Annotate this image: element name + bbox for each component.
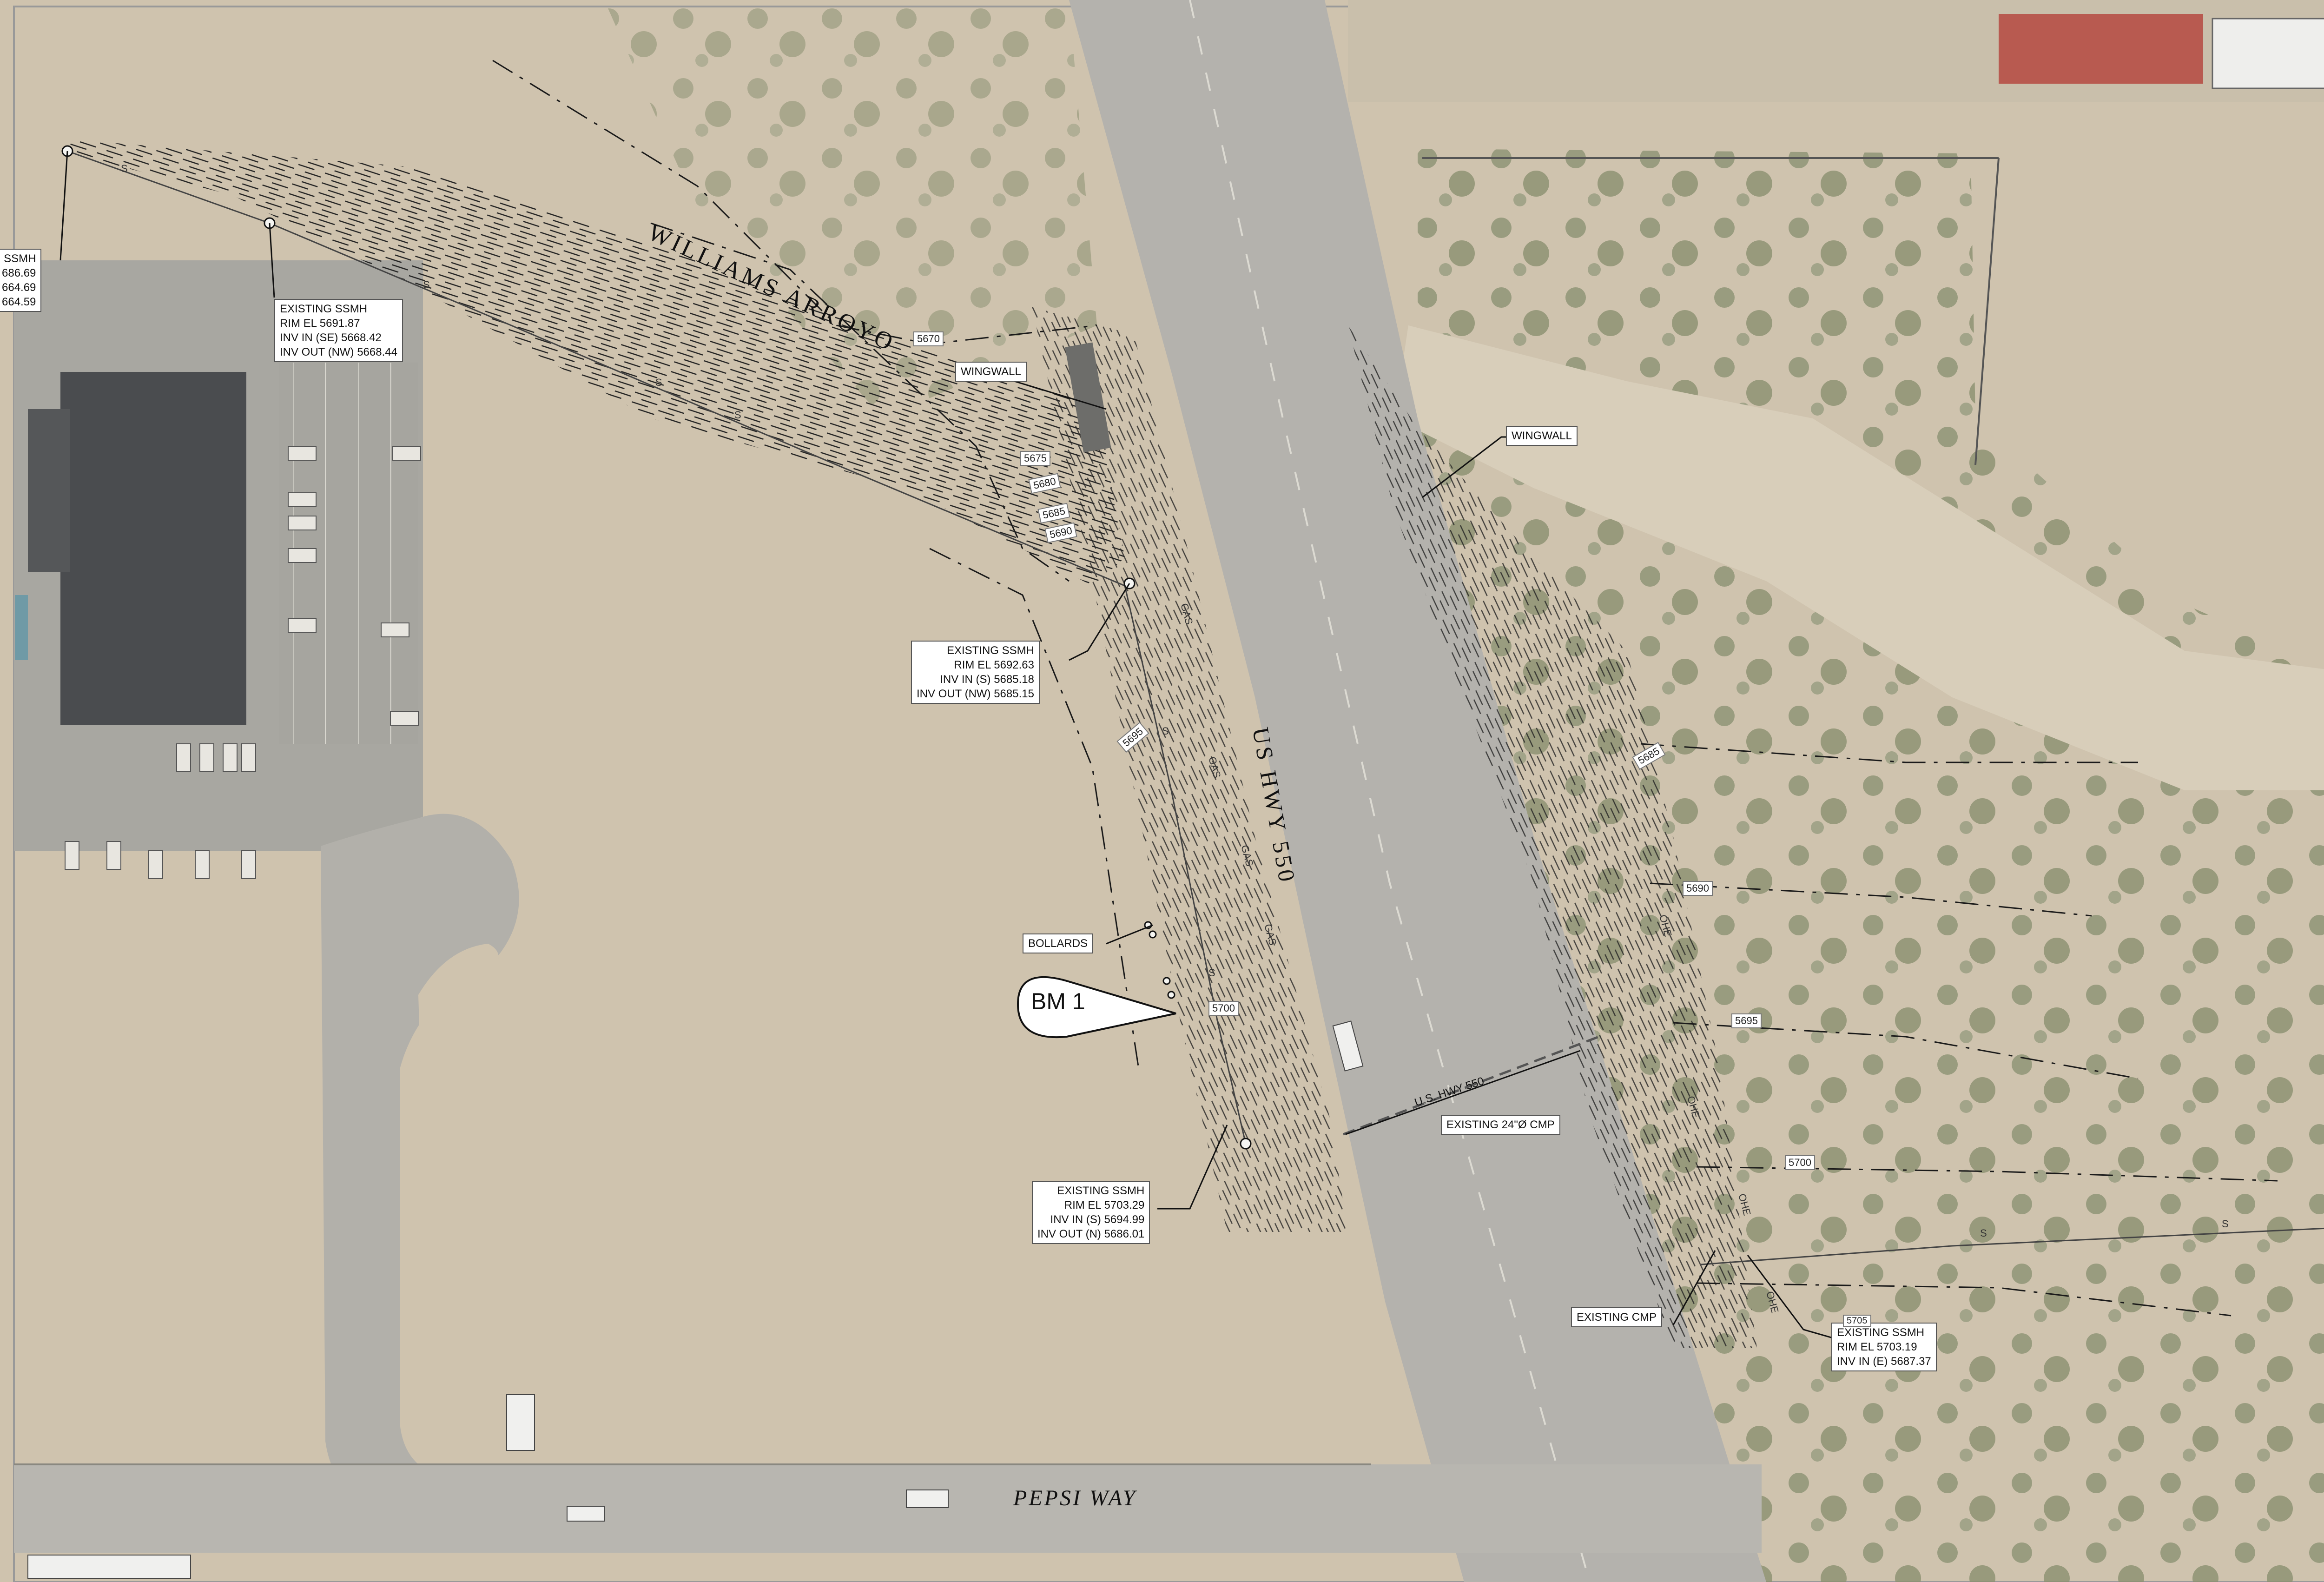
- svg-text:S: S: [423, 279, 430, 291]
- callout-line: 664.59: [2, 296, 36, 308]
- contour-tag-5695-east: 5695: [1731, 1013, 1762, 1028]
- access-road: [321, 814, 1348, 1516]
- existing-cmp-label: EXISTING CMP: [1571, 1307, 1663, 1327]
- callout-line: INV OUT (N) 5686.01: [1037, 1228, 1145, 1240]
- cmp-24-crossing: [1343, 1035, 1599, 1136]
- hwy-lane-stripe: [1189, 0, 1591, 1582]
- pepsi-way-road: [14, 1464, 1762, 1553]
- svg-text:S: S: [1162, 725, 1169, 737]
- ssmh-callout-mid: EXISTING SSMH RIM EL 5692.63 INV IN (S) …: [911, 641, 1040, 704]
- hotel-building: [60, 372, 246, 725]
- arroyo-wash-east: [1394, 325, 2324, 790]
- callout-line: RIM EL 5703.19: [1837, 1341, 1917, 1353]
- warehouse-white: [2212, 18, 2324, 89]
- ssmh-callout-bottom: EXISTING SSMH RIM EL 5703.29 INV IN (S) …: [1032, 1181, 1150, 1244]
- svg-text:S: S: [2222, 1218, 2229, 1230]
- callout-line: EXISTING SSMH: [1057, 1185, 1145, 1197]
- contour-tag-5690-east: 5690: [1683, 881, 1713, 896]
- west-embankment-hatch: [1032, 307, 1348, 1232]
- pool: [15, 595, 28, 660]
- fence-line-v: [1974, 158, 2000, 465]
- us-hwy-550-road: [1069, 0, 1766, 1582]
- svg-text:S: S: [1208, 967, 1215, 979]
- contour-tag-5705: 5705: [1843, 1315, 1871, 1327]
- wingwall-west-structure: [1065, 342, 1111, 453]
- existing-24-cmp-label: EXISTING 24"Ø CMP: [1441, 1115, 1560, 1135]
- vehicles: [27, 1020, 1364, 1579]
- callout-line: INV IN (E) 5687.37: [1837, 1355, 1931, 1368]
- svg-text:S: S: [1980, 1227, 1987, 1239]
- svg-text:S: S: [734, 409, 741, 421]
- sewer-line: [67, 150, 2324, 1265]
- contour-tag-5700-east: 5700: [1785, 1155, 1815, 1170]
- bollard-marks: [1144, 921, 1175, 999]
- ssmh-callout-top: EXISTING SSMH RIM EL 5691.87 INV IN (SE)…: [274, 299, 403, 362]
- warehouse-red: [1999, 14, 2203, 84]
- callout-line: RIM EL 5691.87: [280, 317, 360, 330]
- callout-line: 686.69: [2, 267, 36, 279]
- callout-line: INV OUT (NW) 5668.44: [280, 346, 397, 358]
- sewer-line-marks: S S S S S S S S: [121, 163, 2229, 1239]
- svg-text:S: S: [121, 163, 128, 174]
- building-wing: [28, 409, 70, 572]
- callout-line: INV IN (S) 5685.18: [940, 673, 1034, 686]
- cmp-crossing-leader: [1345, 1050, 1581, 1135]
- callout-line: EXISTING SSMH: [1837, 1326, 1925, 1339]
- contour-tag-5700-west: 5700: [1208, 1001, 1239, 1016]
- ssmh-callout-clipped: SSMH 686.69 664.69 664.59: [0, 249, 42, 312]
- wingwall-west-label: WINGWALL: [955, 362, 1027, 382]
- contour-tag-5670: 5670: [913, 331, 944, 346]
- contour-tag-5675: 5675: [1020, 451, 1050, 466]
- parked-cars: [65, 446, 421, 879]
- callout-line: 664.69: [2, 281, 36, 294]
- ssmh-callout-right: EXISTING SSMH RIM EL 5703.19 INV IN (E) …: [1831, 1323, 1937, 1371]
- callout-line: RIM EL 5692.63: [954, 659, 1034, 671]
- east-embankment-hatch: [1348, 325, 1757, 1348]
- callout-line: EXISTING SSMH: [280, 303, 368, 315]
- wingwall-east-label: WINGWALL: [1506, 426, 1578, 446]
- callout-line: INV IN (S) 5694.99: [1050, 1213, 1145, 1226]
- callout-line: INV IN (SE) 5668.42: [280, 331, 382, 344]
- bm-1-symbol: [1017, 976, 1176, 1039]
- pepsi-way-label: PEPSI WAY: [1013, 1486, 1137, 1510]
- callout-line: SSMH: [4, 252, 36, 265]
- bollards-label: BOLLARDS: [1023, 933, 1094, 953]
- bm-1-label: BM 1: [1031, 988, 1085, 1014]
- cul-de-sac-island: [418, 944, 499, 1069]
- callout-line: EXISTING SSMH: [946, 644, 1034, 657]
- callout-line: INV OUT (NW) 5685.15: [917, 688, 1034, 700]
- vegetation-west: [604, 0, 1097, 418]
- callout-line: RIM EL 5703.29: [1064, 1199, 1145, 1211]
- svg-text:S: S: [655, 377, 662, 388]
